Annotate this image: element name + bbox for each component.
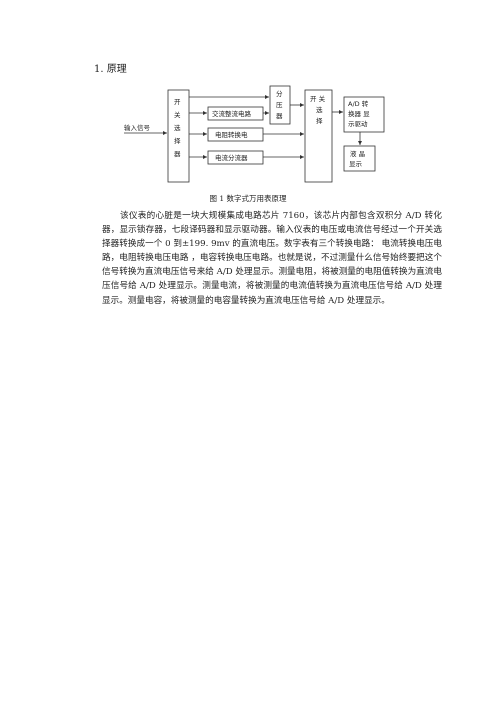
switch-selector-2 — [304, 89, 333, 183]
ac-rectifier-box — [207, 106, 264, 121]
section-heading: 1. 原理 — [94, 64, 127, 75]
ac-rectifier-label: 交流整流电路 — [212, 109, 252, 118]
ad-converter-label: A/D 转 换器 显 示驱动 — [348, 99, 372, 128]
resistance-converter-label: 电阻转换电 — [215, 130, 248, 139]
switch-selector-1-label: 开 关 选 择 器 — [174, 98, 183, 158]
ad-converter-box — [343, 96, 385, 133]
figure-caption: 图 1 数字式万用表原理 — [209, 194, 287, 203]
multimeter-block-diagram: 输入信号 开 关 选 择 器 交流整流电路 电阻转换电 电流分流器 分 压 器 … — [124, 85, 385, 183]
switch-selector-2-label: 开 关 选 择 — [310, 94, 327, 125]
lcd-display-box — [343, 145, 376, 172]
voltage-divider-label: 分 压 器 — [276, 89, 285, 120]
lcd-display-label: 液 晶 显示 — [349, 149, 367, 168]
input-signal-label: 输入信号 — [124, 123, 151, 132]
current-shunt-label: 电流分流器 — [215, 153, 248, 162]
body-paragraph: 该仪表的心脏是一块大规模集成电路芯片 7160，该芯片内部包含双积分 A/D 转… — [102, 209, 442, 308]
paragraph-text: 该仪表的心脏是一块大规模集成电路芯片 7160，该芯片内部包含双积分 A/D 转… — [102, 211, 442, 306]
current-shunt-box — [207, 150, 264, 165]
resistance-converter-box — [207, 127, 264, 142]
switch-selector-1 — [167, 89, 190, 183]
